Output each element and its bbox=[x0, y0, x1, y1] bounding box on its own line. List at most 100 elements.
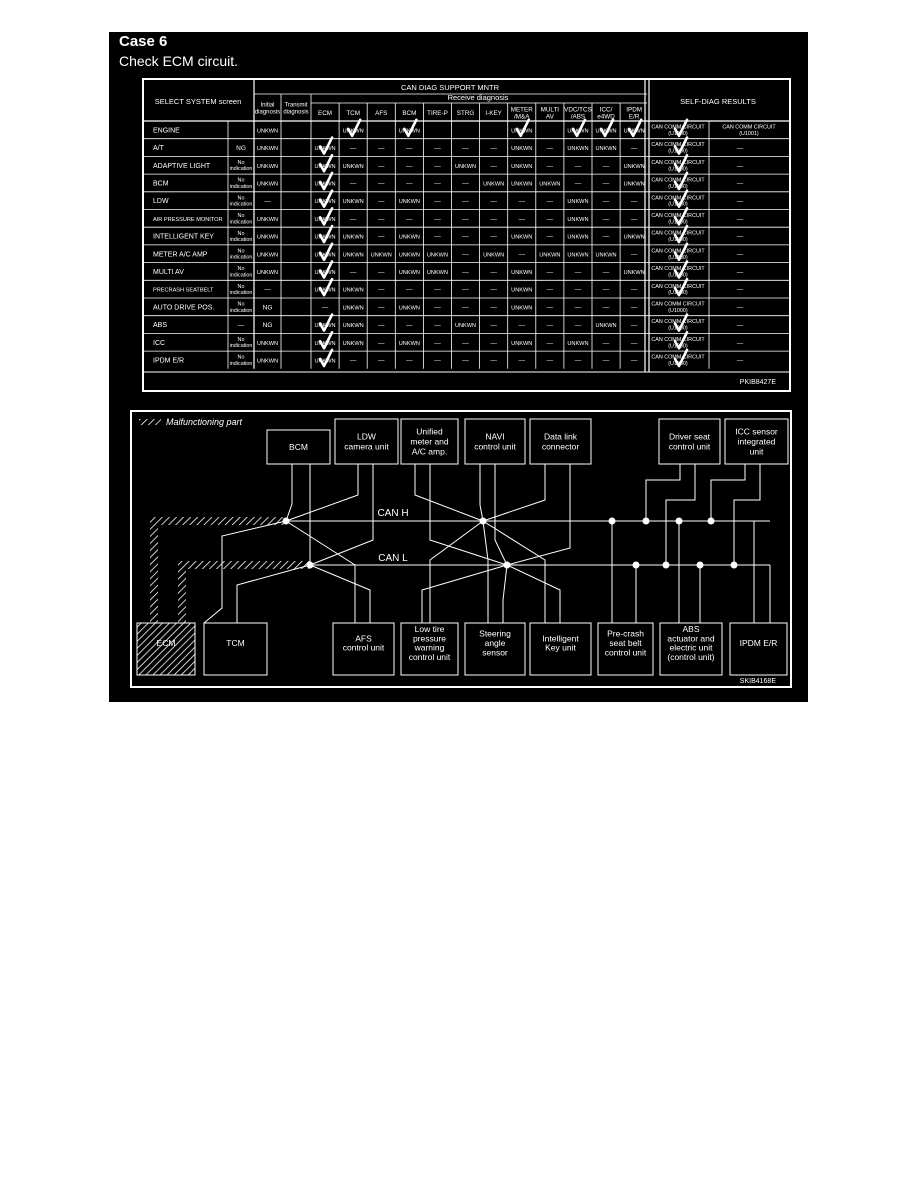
bottom-unit-box bbox=[464, 622, 526, 676]
top-unit-label: Unified bbox=[416, 426, 443, 436]
header-rx-meter: /M&A bbox=[514, 114, 530, 121]
bottom-unit-label: Steering bbox=[479, 629, 511, 639]
bottom-unit-box bbox=[203, 622, 268, 676]
row-rx-value: — bbox=[378, 287, 385, 294]
bottom-unit-label: actuator and bbox=[667, 633, 715, 643]
checkmark-icon bbox=[673, 260, 689, 279]
header-transmit-diagnosis: Transmit bbox=[284, 103, 307, 109]
bus-junction-dot bbox=[696, 561, 704, 569]
row-rx-value: UNKWN bbox=[427, 252, 448, 258]
row-rx-value: — bbox=[350, 216, 357, 223]
bottom-unit-label: Key unit bbox=[545, 643, 576, 653]
header-rx-multi: MULTI bbox=[541, 107, 560, 114]
checkmark-icon bbox=[673, 313, 689, 332]
row-rx-value: — bbox=[519, 251, 526, 258]
row-system-name: AIR PRESSURE MONITOR bbox=[153, 217, 223, 223]
row-rx-value: — bbox=[547, 216, 554, 223]
checkmark-icon bbox=[318, 224, 334, 244]
row-rx-value: — bbox=[490, 145, 497, 152]
row-rx-value: — bbox=[603, 357, 610, 364]
row-rx-value: — bbox=[575, 287, 582, 294]
checkmark-icon bbox=[673, 136, 689, 155]
row-rx-value: — bbox=[631, 216, 638, 223]
bottom-unit-label: control unit bbox=[343, 643, 385, 653]
row-rx-value: — bbox=[434, 357, 441, 364]
row-transmit-diagnosis: UNKWN bbox=[257, 341, 278, 347]
row-system-name: ABS bbox=[153, 322, 167, 329]
bottom-unit-box bbox=[597, 622, 654, 676]
row-rx-value: — bbox=[462, 251, 469, 258]
row-initial-diagnosis: indication bbox=[230, 219, 253, 225]
checkmark-icon bbox=[673, 277, 689, 297]
header-rx-tcm: TCM bbox=[346, 110, 360, 117]
bus-junction-dot bbox=[632, 561, 640, 569]
row-self-diag-result-2: CAN COMM CIRCUIT bbox=[722, 125, 776, 131]
checkmark-icon bbox=[627, 118, 643, 138]
row-rx-value: UNKWN bbox=[343, 199, 364, 205]
row-transmit-diagnosis: — bbox=[264, 287, 271, 294]
row-self-diag-result: CAN COMM CIRCUIT bbox=[651, 284, 705, 290]
row-rx-value: UNKWN bbox=[343, 252, 364, 258]
checkmark-icon bbox=[673, 330, 689, 350]
row-rx-value: — bbox=[406, 287, 413, 294]
can-h-label: CAN H bbox=[377, 508, 408, 519]
row-rx-value: UNKWN bbox=[624, 181, 645, 187]
row-rx-value: — bbox=[378, 198, 385, 205]
row-rx-value: — bbox=[490, 304, 497, 311]
checkmark-icon bbox=[318, 277, 334, 297]
checkmark-icon bbox=[346, 118, 362, 138]
checkmark-icon bbox=[318, 242, 334, 262]
row-rx-value: — bbox=[462, 357, 469, 364]
row-self-diag-result-2: — bbox=[737, 180, 744, 187]
row-rx-value: UNKWN bbox=[595, 252, 616, 258]
top-unit-box bbox=[464, 418, 526, 465]
checkmark-icon bbox=[673, 189, 689, 208]
row-rx-value: — bbox=[575, 269, 582, 276]
header-rx-ipdm: E/R bbox=[629, 114, 640, 121]
checkmark-icon bbox=[318, 207, 334, 226]
row-rx-value: — bbox=[547, 287, 554, 294]
row-rx-value: — bbox=[547, 234, 554, 241]
row-rx-value: UNKWN bbox=[343, 341, 364, 347]
row-self-diag-result: CAN COMM CIRCUIT bbox=[651, 195, 705, 201]
row-transmit-diagnosis: UNKWN bbox=[257, 181, 278, 187]
figure-panel bbox=[109, 32, 808, 702]
row-self-diag-result: CAN COMM CIRCUIT bbox=[651, 142, 705, 148]
bus-junction-dot bbox=[306, 561, 314, 569]
row-rx-value: UNKWN bbox=[343, 164, 364, 170]
row-rx-value: UNKWN bbox=[567, 199, 588, 205]
top-unit-box bbox=[658, 418, 721, 465]
row-rx-value: UNKWN bbox=[539, 252, 560, 258]
row-rx-value: — bbox=[378, 304, 385, 311]
bottom-unit-box bbox=[332, 622, 395, 676]
diagram-code: SKIB4168E bbox=[740, 678, 777, 685]
row-rx-value: UNKWN bbox=[511, 164, 532, 170]
row-rx-value: — bbox=[378, 269, 385, 276]
row-rx-value: — bbox=[378, 216, 385, 223]
top-unit-label: connector bbox=[542, 441, 579, 451]
row-rx-value: UNKWN bbox=[483, 181, 504, 187]
bottom-unit-label: sensor bbox=[482, 647, 508, 657]
header-rx-ipdm: IPDM bbox=[626, 107, 642, 114]
top-unit-box bbox=[334, 418, 399, 465]
row-rx-value: — bbox=[631, 304, 638, 311]
row-self-diag-result-2: — bbox=[737, 251, 744, 258]
row-self-diag-result-2: (U1001) bbox=[739, 131, 759, 137]
top-unit-box bbox=[724, 418, 789, 465]
row-rx-value: — bbox=[462, 304, 469, 311]
bus-junction-dot bbox=[707, 517, 715, 525]
row-initial-diagnosis: indication bbox=[230, 308, 253, 314]
diagram-frame bbox=[130, 410, 792, 688]
row-rx-value: UNKWN bbox=[624, 164, 645, 170]
row-rx-value: — bbox=[406, 322, 413, 329]
row-rx-value: — bbox=[434, 234, 441, 241]
row-rx-value: — bbox=[490, 163, 497, 170]
top-unit-label: A/C amp. bbox=[412, 446, 447, 456]
row-rx-value: — bbox=[434, 322, 441, 329]
row-rx-value: UNKWN bbox=[511, 305, 532, 311]
row-rx-value: UNKWN bbox=[567, 235, 588, 241]
row-self-diag-result: CAN COMM CIRCUIT bbox=[651, 302, 705, 308]
row-transmit-diagnosis: UNKWN bbox=[257, 164, 278, 170]
row-rx-value: — bbox=[462, 340, 469, 347]
row-rx-value: — bbox=[462, 287, 469, 294]
